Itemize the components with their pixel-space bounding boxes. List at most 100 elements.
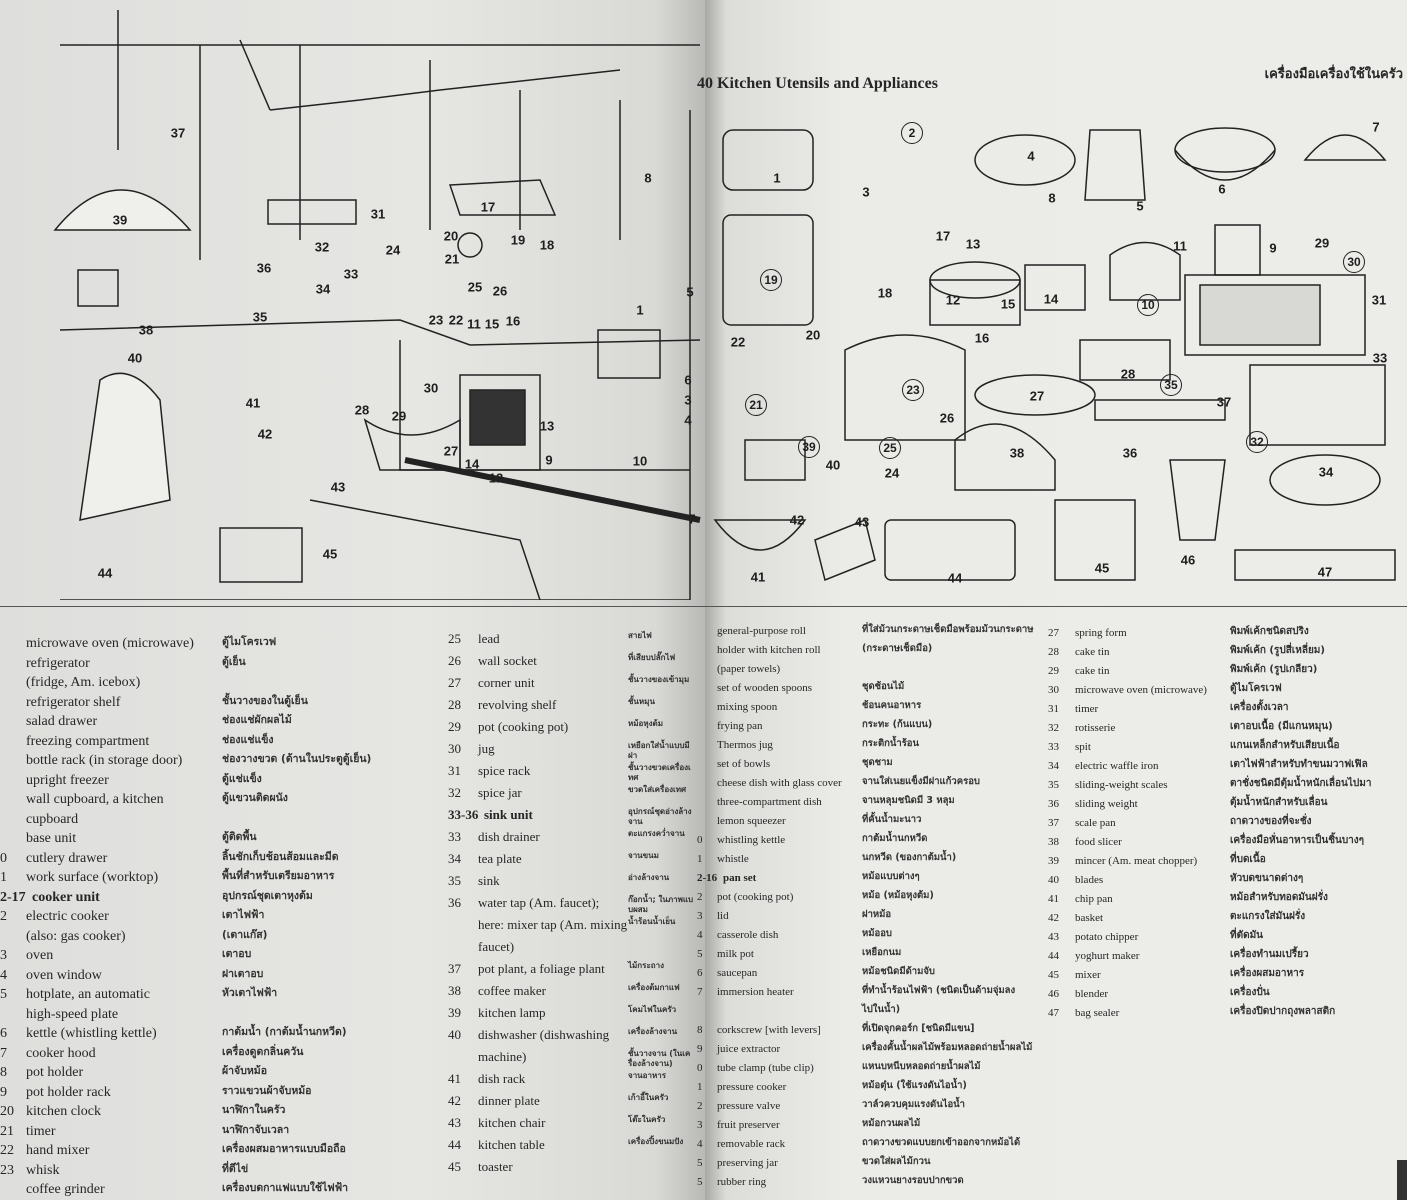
- kitchen-illustration: [53, 10, 701, 600]
- item-number: 5: [0, 987, 7, 1002]
- english-term: rubber ring: [717, 1176, 767, 1188]
- thai-term: ตะแกรงคว่ำจาน: [628, 829, 685, 838]
- item-number: 42: [448, 1093, 461, 1108]
- callout-number: 27: [1029, 388, 1045, 404]
- thai-term: ตาชั่งชนิดมีตุ้มน้ำหนักเลื่อนไปมา: [1230, 778, 1372, 789]
- item-number: 3: [697, 1119, 703, 1131]
- english-term: pressure cooker: [717, 1081, 787, 1093]
- thai-term: หม้อตุ๋น (ใช้แรงดันไอน้ำ): [862, 1080, 967, 1091]
- callout-number: 35: [252, 309, 268, 325]
- english-term: refrigerator: [26, 655, 90, 671]
- item-number: 30: [448, 741, 461, 756]
- thai-term: นาฬิกาในครัว: [222, 1104, 286, 1116]
- english-term: electric waffle iron: [1075, 760, 1159, 772]
- page-title-thai: เครื่องมือเครื่องใช้ในครัว: [1264, 67, 1403, 82]
- english-term: (also: gas cooker): [26, 928, 126, 944]
- thai-term: หม้อสำหรับทอดมันฝรั่ง: [1230, 892, 1328, 903]
- callout-number: 17: [480, 199, 496, 215]
- thai-term: เครื่องบดกาแฟแบบใช้ไฟฟ้า: [222, 1182, 349, 1194]
- callout-number: 31: [1371, 292, 1387, 308]
- english-term: jug: [478, 741, 495, 756]
- callout-number: 5: [1136, 198, 1144, 214]
- item-number: 35: [448, 873, 461, 888]
- item-number: 23: [0, 1162, 14, 1178]
- thai-term: เครื่องล้างจาน: [628, 1027, 678, 1036]
- english-term: high-speed plate: [26, 1006, 119, 1022]
- thai-term: ตู้แขวนติดผนัง: [222, 792, 288, 804]
- thai-term: พื้นที่สำหรับเตรียมอาหาร: [222, 870, 335, 882]
- item-number: 0: [697, 1062, 703, 1074]
- callout-number: 5: [686, 284, 694, 300]
- item-number: 1: [0, 870, 7, 885]
- english-term: set of bowls: [717, 758, 771, 770]
- thai-term: เก้าอี้ในครัว: [628, 1093, 669, 1102]
- thai-term: พิมพ์เค้ก (รูปเกลียว): [1230, 664, 1318, 675]
- thai-term: หม้อชนิดมีด้ามจับ: [862, 966, 935, 977]
- english-term: refrigerator shelf: [26, 694, 121, 710]
- callout-number: 41: [750, 569, 766, 585]
- english-term: tube clamp (tube clip): [717, 1062, 814, 1074]
- english-term: food slicer: [1075, 836, 1122, 848]
- english-term: kitchen table: [478, 1137, 545, 1152]
- english-term: cooker hood: [26, 1045, 96, 1061]
- callout-number: 3: [684, 392, 692, 408]
- callout-number: 38: [138, 322, 154, 338]
- english-term: bottle rack (in storage door): [26, 753, 183, 768]
- english-term: dishwasher (dishwashing: [478, 1027, 610, 1042]
- english-term: sink: [478, 873, 500, 888]
- item-number: 47: [1048, 1007, 1059, 1019]
- thai-term: วงแหวนยางรอบปากขวด: [862, 1175, 964, 1186]
- callout-number: 34: [1318, 464, 1334, 480]
- english-term: pot plant, a foliage plant: [478, 961, 605, 976]
- english-term: whistling kettle: [717, 834, 786, 846]
- callout-number: 21: [745, 394, 767, 416]
- english-term: corkscrew [with levers]: [717, 1024, 821, 1036]
- thai-term: ช่องแช่แข็ง: [222, 733, 274, 746]
- callout-number: 45: [1094, 560, 1110, 576]
- item-number: 2-17: [0, 889, 26, 905]
- english-term: coffee grinder: [26, 1182, 105, 1197]
- item-number: 3: [697, 910, 703, 922]
- english-term: whistle: [717, 853, 749, 865]
- item-number: 29: [448, 719, 461, 734]
- thai-term: ตะแกรงใส่มันฝรั่ง: [1230, 911, 1306, 922]
- callout-number: 6: [684, 372, 692, 388]
- thai-term: ฝาเตาอบ: [222, 967, 264, 980]
- english-term: fruit preserver: [717, 1119, 780, 1131]
- english-term: cheese dish with glass cover: [717, 777, 842, 789]
- callout-number: 7: [1372, 119, 1380, 135]
- callout-number: 33: [1372, 350, 1388, 366]
- item-number: 32: [448, 785, 461, 800]
- english-term: upright freezer: [26, 772, 109, 788]
- item-number: 4: [0, 967, 7, 983]
- callout-number: 45: [322, 546, 338, 562]
- item-number: 36: [1048, 798, 1059, 810]
- english-term: here: mixer tap (Am. mixing: [478, 917, 628, 932]
- item-number: 32: [1048, 722, 1059, 734]
- thai-term: ตู้ติดพื้น: [222, 831, 257, 843]
- english-term: holder with kitchen roll: [717, 644, 821, 656]
- thai-term: หม้อแบบต่างๆ: [862, 871, 920, 882]
- callout-number: 24: [385, 242, 401, 258]
- callout-number: 4: [684, 412, 692, 428]
- item-number: 40: [448, 1027, 461, 1042]
- english-term: mixing spoon: [717, 701, 778, 713]
- callout-number: 34: [315, 281, 331, 297]
- thai-term: หม้อ (หม้อหุงต้ม): [862, 890, 934, 901]
- item-number: 34: [448, 851, 461, 866]
- item-number: 31: [448, 763, 461, 778]
- item-number: 5: [697, 1157, 703, 1169]
- callout-number: 23: [902, 379, 924, 401]
- thai-term: ไปในน้ำ): [862, 1004, 901, 1015]
- english-term: lid: [717, 910, 729, 922]
- english-term: potato chipper: [1075, 931, 1139, 943]
- item-number: 0: [697, 834, 703, 846]
- thai-term: อุปกรณ์ชุดเตาหุงต้ม: [222, 889, 313, 902]
- callout-number: 41: [245, 395, 261, 411]
- item-number: 9: [0, 1084, 7, 1100]
- callout-number: 37: [1216, 394, 1232, 410]
- english-term: lead: [478, 631, 500, 646]
- callout-number: 22: [448, 312, 464, 328]
- callout-number: 40: [825, 457, 841, 473]
- english-term: kitchen clock: [26, 1104, 102, 1119]
